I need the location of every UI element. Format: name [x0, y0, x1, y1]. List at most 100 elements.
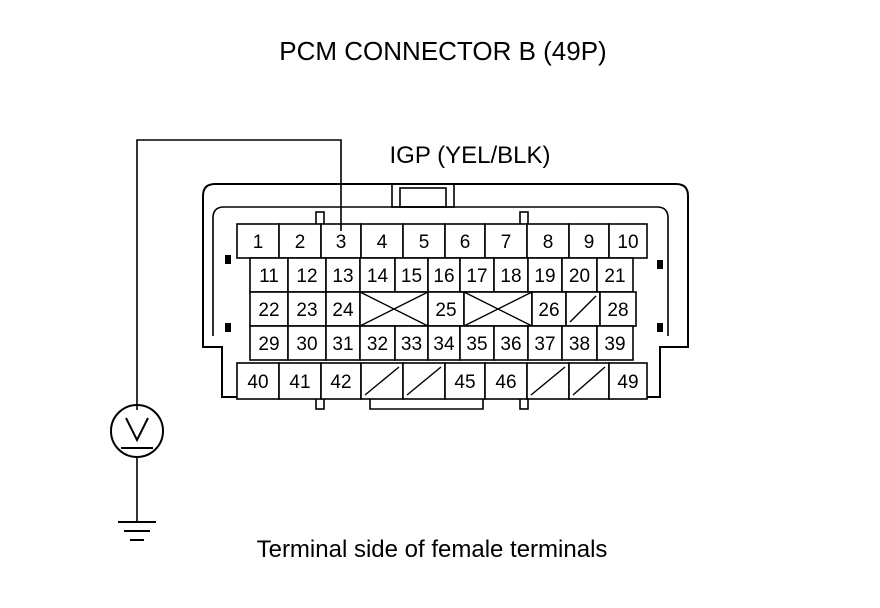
terminal-23: 23 [287, 291, 327, 327]
terminal-number: 32 [367, 334, 388, 355]
terminal-number: 45 [454, 372, 475, 393]
terminal-number: 12 [296, 266, 317, 287]
empty-cavity [526, 362, 570, 400]
empty-cavity [568, 362, 610, 400]
diagram-title: PCM CONNECTOR B (49P) [279, 36, 606, 66]
wire-label: IGP (YEL/BLK) [390, 142, 551, 169]
terminal-number: 23 [296, 300, 317, 321]
terminal-49: 49 [608, 362, 648, 400]
terminal-16: 16 [427, 257, 461, 293]
terminal-number: 18 [500, 266, 521, 287]
voltmeter-icon [110, 404, 164, 458]
ground-icon [118, 521, 156, 541]
terminal-26: 26 [531, 291, 567, 327]
terminal-20: 20 [561, 257, 598, 293]
terminal-number: 40 [247, 372, 268, 393]
terminal-15: 15 [394, 257, 429, 293]
terminal-number: 19 [534, 266, 555, 287]
terminal-40: 40 [236, 362, 280, 400]
terminal-1: 1 [236, 223, 280, 259]
terminal-28: 28 [599, 291, 637, 327]
terminal-number: 15 [401, 266, 422, 287]
terminal-number: 17 [466, 266, 487, 287]
terminal-34: 34 [427, 325, 461, 361]
terminal-number: 3 [336, 232, 347, 253]
terminal-38: 38 [561, 325, 598, 361]
terminal-8: 8 [526, 223, 570, 259]
terminal-18: 18 [493, 257, 529, 293]
terminal-number: 49 [617, 372, 638, 393]
terminal-36: 36 [493, 325, 529, 361]
terminal-21: 21 [596, 257, 634, 293]
terminal-number: 10 [617, 232, 638, 253]
terminal-number: 25 [435, 300, 456, 321]
terminal-number: 4 [377, 232, 388, 253]
empty-cavity [565, 291, 601, 327]
terminal-42: 42 [320, 362, 362, 400]
terminal-6: 6 [444, 223, 486, 259]
terminal-12: 12 [287, 257, 327, 293]
terminal-37: 37 [527, 325, 563, 361]
terminal-number: 6 [460, 232, 471, 253]
terminal-number: 37 [534, 334, 555, 355]
terminal-number: 8 [543, 232, 554, 253]
terminal-29: 29 [249, 325, 289, 361]
empty-cavity [360, 362, 404, 400]
empty-cavity [463, 291, 533, 327]
terminal-9: 9 [568, 223, 610, 259]
terminal-30: 30 [287, 325, 327, 361]
terminal-31: 31 [325, 325, 361, 361]
terminal-number: 38 [569, 334, 590, 355]
terminal-5: 5 [402, 223, 446, 259]
terminal-number: 14 [367, 266, 389, 287]
terminal-45: 45 [444, 362, 486, 400]
connector-housing [202, 183, 689, 410]
terminal-number: 13 [332, 266, 353, 287]
terminal-number: 34 [433, 334, 455, 355]
terminal-number: 26 [538, 300, 559, 321]
terminal-2: 2 [278, 223, 322, 259]
empty-cavity [359, 291, 429, 327]
terminal-number: 29 [258, 334, 279, 355]
terminal-number: 2 [295, 232, 306, 253]
terminal-number: 33 [401, 334, 422, 355]
terminal-32: 32 [359, 325, 396, 361]
terminal-14: 14 [359, 257, 396, 293]
terminal-number: 20 [569, 266, 590, 287]
terminal-35: 35 [459, 325, 495, 361]
terminal-number: 30 [296, 334, 317, 355]
terminal-number: 22 [258, 300, 279, 321]
terminal-24: 24 [325, 291, 361, 327]
caption: Terminal side of female terminals [257, 536, 608, 563]
terminal-number: 35 [466, 334, 487, 355]
terminal-number: 5 [419, 232, 430, 253]
terminal-39: 39 [596, 325, 634, 361]
terminal-number: 1 [253, 232, 264, 253]
empty-cavity [402, 362, 446, 400]
terminal-number: 9 [584, 232, 595, 253]
terminal-number: 39 [604, 334, 625, 355]
terminal-number: 21 [604, 266, 625, 287]
terminal-25: 25 [427, 291, 465, 327]
terminal-46: 46 [484, 362, 528, 400]
terminal-number: 7 [501, 232, 512, 253]
terminal-number: 42 [330, 372, 351, 393]
terminal-7: 7 [484, 223, 528, 259]
terminal-33: 33 [394, 325, 429, 361]
terminal-number: 41 [289, 372, 310, 393]
terminal-10: 10 [608, 223, 648, 259]
terminal-4: 4 [360, 223, 404, 259]
terminal-number: 16 [433, 266, 454, 287]
terminal-number: 28 [607, 300, 628, 321]
probe-lead [136, 139, 342, 410]
terminal-number: 36 [500, 334, 521, 355]
terminal-41: 41 [278, 362, 322, 400]
terminal-19: 19 [527, 257, 563, 293]
terminal-11: 11 [249, 257, 289, 293]
terminal-number: 11 [259, 266, 279, 287]
terminal-number: 31 [332, 334, 353, 355]
terminal-number: 24 [332, 300, 354, 321]
terminal-22: 22 [249, 291, 289, 327]
